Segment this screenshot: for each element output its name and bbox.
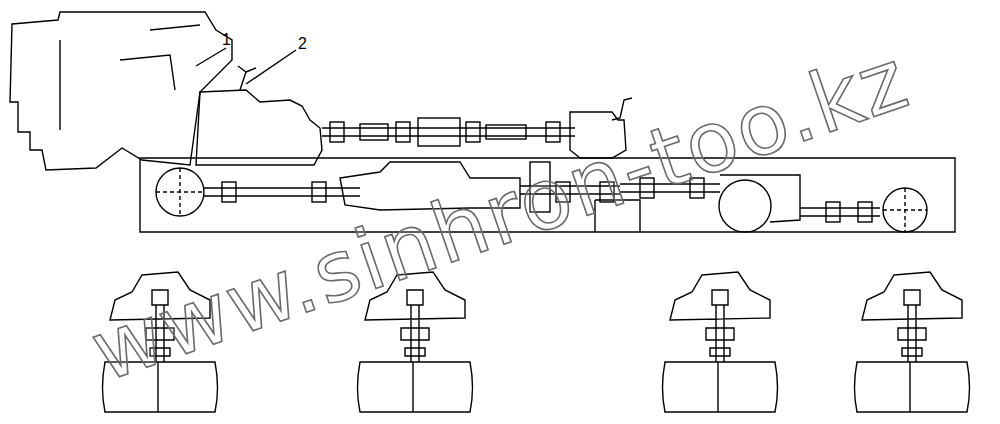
wheel-assembly	[855, 272, 970, 412]
wheel-assembly	[663, 272, 778, 412]
leader-line	[196, 48, 226, 66]
watermark: www.sinhron-too.kz	[82, 36, 919, 394]
callout-number: 1	[222, 32, 231, 48]
callout-number: 2	[298, 36, 307, 52]
gearbox-outline	[196, 90, 322, 165]
engine-detail	[60, 25, 200, 130]
engine-outline	[10, 12, 232, 170]
leader-line	[246, 50, 296, 84]
gear-lever	[238, 66, 256, 90]
